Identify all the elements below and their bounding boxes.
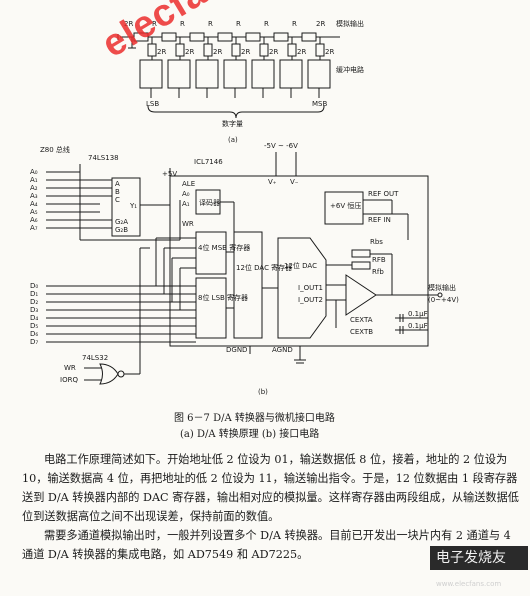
lsb-register-label: 8位 LSB 寄存器 <box>198 293 248 302</box>
dac-register-label: 12位 DAC 寄存器 <box>236 263 292 272</box>
decoder-pin: Y₁ <box>129 202 137 210</box>
dac-chip-label: ICL7146 <box>194 158 223 166</box>
vertical-resistor-label: 2R <box>325 48 334 56</box>
decoder-pin: G₂A <box>115 218 128 226</box>
paragraph: 需要多通道模拟输出时，一般并列设置多个 D/A 转换器。目前已开发出一块片内有 … <box>22 529 511 561</box>
cextb-label: CEXTB <box>350 328 373 336</box>
site-logo: 电子发烧友 www.elecfans.com <box>430 546 528 588</box>
analog-output-label: 模拟输出 <box>336 19 364 28</box>
vertical-resistor-label: 2R <box>297 48 306 56</box>
subcaption-a: (a) <box>228 136 238 144</box>
data-pin: D₂ <box>30 298 38 306</box>
decoder-pin: G₂B <box>115 226 128 234</box>
ladder-resistor-label: R <box>152 20 157 28</box>
decoder-pin: A <box>115 180 120 188</box>
subcaption-b: (b) <box>258 388 268 396</box>
address-pin: A₅ <box>30 208 38 216</box>
cexta-label: CEXTA <box>350 316 373 324</box>
iout2-label: I_OUT2 <box>298 296 323 304</box>
msb-label: MSB <box>312 100 327 108</box>
analog-out-label: 模拟输出 <box>428 283 456 292</box>
cap-label: 0.1μF <box>408 322 428 330</box>
ladder-resistor-label: R <box>180 20 185 28</box>
address-pin: A₃ <box>30 192 38 200</box>
data-pin: D₇ <box>30 338 38 346</box>
logo-text: 电子发烧友 <box>436 550 506 566</box>
data-pin: D₄ <box>30 314 38 322</box>
body-text: 电路工作原理简述如下。开始地址低 2 位设为 01，输送数据低 8 位，接着，地… <box>22 450 522 564</box>
figure-caption: 图 6－7 D/A 转换器与微机接口电路 <box>174 411 335 424</box>
data-pin: D₁ <box>30 290 38 298</box>
vertical-resistor-label: 2R <box>241 48 250 56</box>
dac-main-label: 12位 DAC <box>284 261 317 270</box>
supply-label: -5V ~ -6V <box>264 142 298 150</box>
iout1-label: I_OUT1 <box>298 284 323 292</box>
address-pin: A₄ <box>30 200 38 208</box>
wr-input-label: WR <box>64 364 76 372</box>
ladder-resistor-label: R <box>264 20 269 28</box>
cap-label: 0.1μF <box>408 310 428 318</box>
digital-value-label: 数字量 <box>222 119 243 128</box>
vertical-resistor-label: 2R <box>185 48 194 56</box>
address-pin: A₂ <box>30 184 38 192</box>
address-pin: A₇ <box>30 224 38 232</box>
plus5v-label: +5V <box>162 170 177 178</box>
vminus-label: V₋ <box>290 178 299 186</box>
data-pin: D₆ <box>30 330 38 338</box>
decoder-chip-label: 74LS138 <box>88 154 119 162</box>
agnd-label: AGND <box>272 346 293 354</box>
ladder-resistor-label: 2R <box>316 20 325 28</box>
vplus-label: V₊ <box>268 178 277 186</box>
wr-pin: WR <box>182 220 194 228</box>
decoder-pin: B <box>115 188 120 196</box>
ref-out-label: REF OUT <box>368 190 399 198</box>
vertical-resistor-label: 2R <box>157 48 166 56</box>
logo-url: www.elecfans.com <box>436 580 502 588</box>
rfb-label: RFB <box>372 256 386 264</box>
addr-block-pin: A₁ <box>182 200 190 208</box>
address-pin: A₁ <box>30 176 38 184</box>
paragraph: 电路工作原理简述如下。开始地址低 2 位设为 01，输送数据低 8 位，接着，地… <box>22 453 519 523</box>
vertical-resistor-label: 2R <box>269 48 278 56</box>
switch-circuit-label: 缓冲电路 <box>336 65 364 74</box>
ladder-resistor-label: R <box>292 20 297 28</box>
ladder-resistor-label: 2R <box>124 20 133 28</box>
gate-chip-label: 74LS32 <box>82 354 108 362</box>
range-label: (0~+4V) <box>428 296 459 304</box>
iorq-input-label: IORQ <box>60 376 78 384</box>
address-pin: A₆ <box>30 216 38 224</box>
data-pin: D₀ <box>30 282 38 290</box>
data-pin: D₅ <box>30 322 38 330</box>
rfb2-label: Rfb <box>372 268 384 276</box>
figure-subcaption: (a) D/A 转换原理 (b) 接口电路 <box>180 427 319 440</box>
addr-block-pin: A₀ <box>182 190 190 198</box>
ladder-resistor-label: R <box>236 20 241 28</box>
ref-in-label: REF IN <box>368 216 391 224</box>
ref-block-label: +6V 恒压 <box>330 201 361 210</box>
dgnd-label: DGND <box>226 346 247 354</box>
msb-register-label: 4位 MSB 寄存器 <box>198 243 250 252</box>
data-pin: D₃ <box>30 306 38 314</box>
vertical-resistor-label: 2R <box>213 48 222 56</box>
decoder-block-label: 译码器 <box>199 199 220 207</box>
decoder-pin: C <box>115 196 120 204</box>
address-pin: A₀ <box>30 168 38 176</box>
ale-pin: ALE <box>182 180 195 188</box>
circuit-diagram: 2R R R R R R R 2R 模拟输出 2R 2R 2R 2R 2R 2R… <box>30 19 459 440</box>
z80-bus-label: Z80 总线 <box>40 145 70 154</box>
rbs-label: Rbs <box>370 238 383 246</box>
lsb-label: LSB <box>146 100 159 108</box>
ladder-resistor-label: R <box>208 20 213 28</box>
